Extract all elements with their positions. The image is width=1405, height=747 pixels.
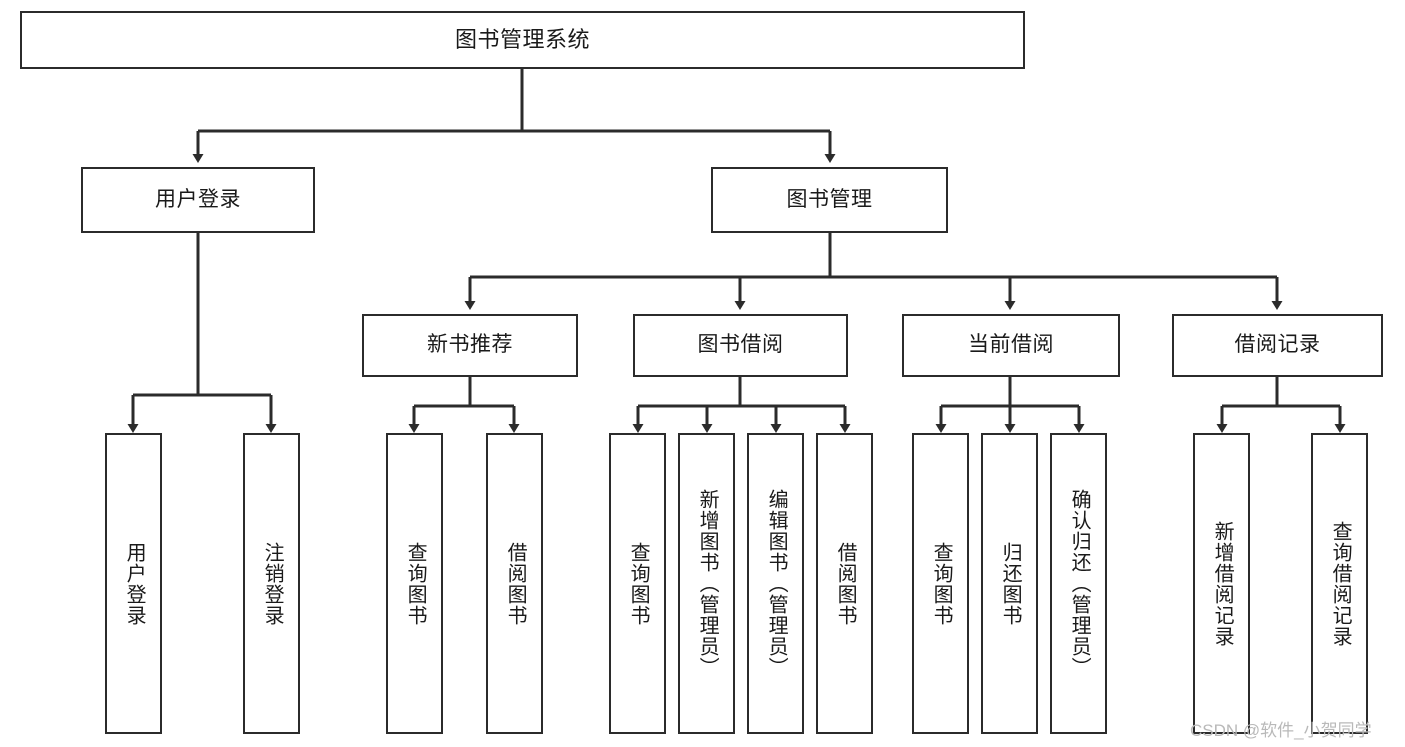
node-label: 编辑图书（管理员） xyxy=(765,489,788,678)
node-label: 图书管理系统 xyxy=(454,27,590,53)
csdn-watermark: CSDN @软件_小贺同学 xyxy=(1190,721,1372,740)
leaf-recommend-borrow-book[interactable]: 借阅图书 xyxy=(486,433,543,734)
node-label: 用户登录 xyxy=(123,541,146,626)
leaf-current-confirm-return-admin[interactable]: 确认归还（管理员） xyxy=(1050,433,1107,734)
node-label: 图书借阅 xyxy=(697,333,784,357)
leaf-borrow-edit-book-admin[interactable]: 编辑图书（管理员） xyxy=(747,433,804,734)
node-book-management[interactable]: 图书管理 xyxy=(711,167,948,233)
node-label: 确认归还（管理员） xyxy=(1068,489,1091,678)
node-label: 借阅图书 xyxy=(504,541,527,626)
node-label: 当前借阅 xyxy=(968,333,1054,357)
leaf-current-query-book[interactable]: 查询图书 xyxy=(912,433,969,734)
node-label: 图书管理 xyxy=(786,187,873,211)
node-label: 注销登录 xyxy=(261,541,284,626)
node-label: 查询图书 xyxy=(404,541,427,626)
leaf-record-query-record[interactable]: 查询借阅记录 xyxy=(1311,433,1368,734)
node-label: 借阅记录 xyxy=(1234,333,1321,357)
node-label: 归还图书 xyxy=(999,541,1022,626)
leaf-borrow-query-book[interactable]: 查询图书 xyxy=(609,433,666,734)
node-borrow-record[interactable]: 借阅记录 xyxy=(1172,314,1383,377)
leaf-current-return-book[interactable]: 归还图书 xyxy=(981,433,1038,734)
node-label: 新书推荐 xyxy=(427,333,513,357)
leaf-borrow-borrow-book[interactable]: 借阅图书 xyxy=(816,433,873,734)
node-label: 新增图书（管理员） xyxy=(696,489,719,678)
node-book-borrow[interactable]: 图书借阅 xyxy=(633,314,848,377)
node-current-borrow[interactable]: 当前借阅 xyxy=(902,314,1120,377)
leaf-borrow-add-book-admin[interactable]: 新增图书（管理员） xyxy=(678,433,735,734)
node-label: 新增借阅记录 xyxy=(1211,520,1234,647)
node-label: 查询图书 xyxy=(627,541,650,626)
node-label: 借阅图书 xyxy=(834,541,857,626)
node-user-login[interactable]: 用户登录 xyxy=(81,167,315,233)
leaf-user-login-logout[interactable]: 注销登录 xyxy=(243,433,300,734)
leaf-record-add-record[interactable]: 新增借阅记录 xyxy=(1193,433,1250,734)
node-root-system[interactable]: 图书管理系统 xyxy=(20,11,1025,69)
node-new-book-recommend[interactable]: 新书推荐 xyxy=(362,314,578,377)
node-label: 查询图书 xyxy=(930,541,953,626)
node-label: 查询借阅记录 xyxy=(1329,520,1352,647)
node-label: 用户登录 xyxy=(155,187,241,211)
leaf-user-login-login[interactable]: 用户登录 xyxy=(105,433,162,734)
leaf-recommend-query-book[interactable]: 查询图书 xyxy=(386,433,443,734)
